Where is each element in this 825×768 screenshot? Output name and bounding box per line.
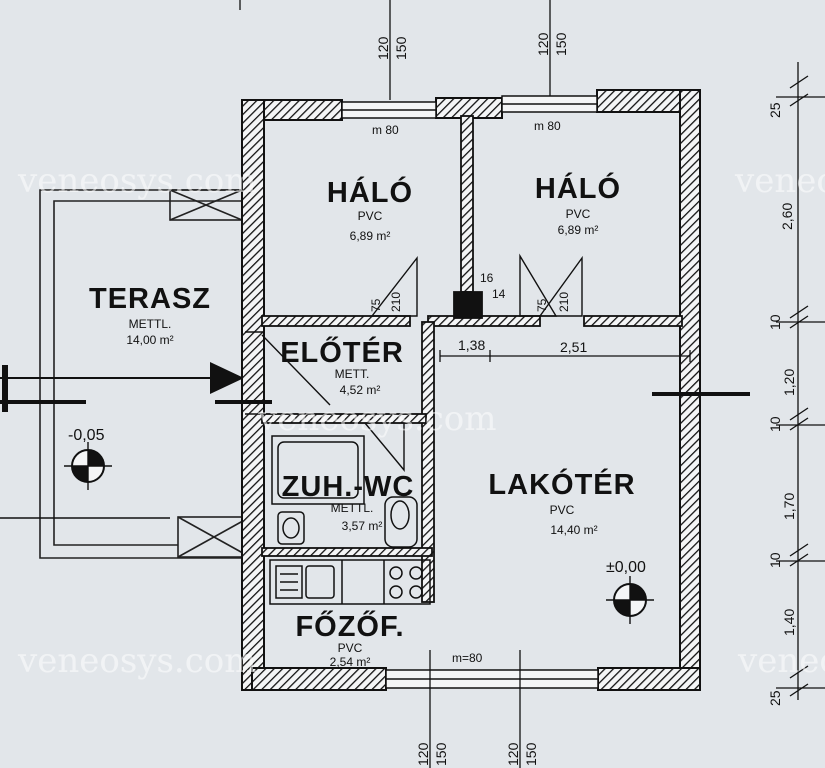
svg-text:150: 150 — [393, 36, 409, 60]
svg-text:TERASZ: TERASZ — [89, 283, 211, 315]
svg-text:HÁLÓ: HÁLÓ — [535, 171, 621, 205]
svg-text:FŐZŐF.: FŐZŐF. — [295, 609, 404, 643]
room-zuhwc: ZUH.-WC METTL. 3,57 m² — [282, 471, 415, 533]
svg-text:120: 120 — [415, 742, 431, 766]
svg-text:1,70: 1,70 — [781, 493, 797, 520]
opening-dimension-top-left: 120 150 — [375, 36, 409, 60]
svg-text:2,60: 2,60 — [779, 203, 795, 230]
door-dim-niche-a: 16 — [480, 271, 494, 285]
level-marker-icon — [606, 576, 654, 624]
watermark: veneosys.com — [257, 399, 496, 439]
dimension-lines — [215, 0, 825, 768]
fixtures — [269, 435, 431, 605]
svg-text:ELŐTÉR: ELŐTÉR — [280, 335, 404, 369]
room-terasz: TERASZ METTL. 14,00 m² — [89, 283, 211, 347]
windows — [341, 95, 599, 689]
svg-text:1,20: 1,20 — [781, 369, 797, 396]
doors — [245, 253, 583, 472]
room-eloter: ELŐTÉR METT. 4,52 m² — [280, 335, 404, 397]
svg-text:6,89 m²: 6,89 m² — [350, 229, 391, 243]
svg-text:10: 10 — [767, 416, 783, 432]
entrance-arrow — [0, 362, 244, 519]
svg-text:120: 120 — [375, 36, 391, 60]
room-halo-right: HÁLÓ PVC 6,89 m² — [535, 171, 621, 237]
svg-text:150: 150 — [553, 32, 569, 56]
shower-tray — [271, 435, 365, 505]
door-dim-halo-right-width: 75 — [535, 298, 549, 312]
svg-text:PVC: PVC — [338, 641, 363, 655]
level-label-living: ±0,00 — [606, 559, 646, 576]
svg-text:PVC: PVC — [566, 207, 591, 221]
living-width-dim: 2,51 — [560, 339, 587, 355]
door-dim-niche-b: 14 — [492, 287, 506, 301]
sill-label-top-right: m 80 — [534, 119, 561, 133]
svg-text:150: 150 — [523, 742, 539, 766]
watermark: veneosys.com — [734, 161, 825, 201]
door-dim-halo-right-height: 210 — [557, 292, 571, 312]
level-label-terrace: -0,05 — [68, 427, 105, 444]
svg-text:3,57 m²: 3,57 m² — [342, 519, 383, 533]
room-halo-left: HÁLÓ PVC 6,89 m² — [327, 175, 413, 243]
svg-text:4,52 m²: 4,52 m² — [340, 383, 381, 397]
svg-text:1,40: 1,40 — [781, 609, 797, 636]
svg-text:120: 120 — [535, 32, 551, 56]
svg-text:14,40 m²: 14,40 m² — [550, 523, 597, 537]
toilet — [384, 496, 418, 548]
washbasin — [277, 511, 305, 545]
interior-walls — [261, 115, 683, 603]
hall-width-dim: 1,38 — [458, 337, 485, 353]
level-marker-icon — [64, 442, 112, 490]
svg-text:25: 25 — [767, 102, 783, 118]
svg-text:ZUH.-WC: ZUH.-WC — [282, 471, 415, 503]
svg-text:150: 150 — [433, 742, 449, 766]
svg-text:PVC: PVC — [358, 209, 383, 223]
svg-text:PVC: PVC — [550, 503, 575, 517]
svg-text:HÁLÓ: HÁLÓ — [327, 175, 413, 209]
opening-dimension-top-right: 120 150 — [535, 32, 569, 56]
sill-label-bottom: m=80 — [452, 651, 483, 665]
room-fozof: FŐZŐF. PVC 2,54 m² — [295, 609, 404, 669]
svg-text:6,89 m²: 6,89 m² — [558, 223, 599, 237]
watermark: veneosys.com — [737, 641, 825, 681]
svg-text:120: 120 — [505, 742, 521, 766]
svg-text:METTL.: METTL. — [331, 501, 374, 515]
svg-text:LAKÓTÉR: LAKÓTÉR — [488, 467, 635, 501]
svg-text:METT.: METT. — [335, 367, 370, 381]
watermark: veneosys.com — [17, 161, 256, 201]
svg-text:METTL.: METTL. — [129, 317, 172, 331]
exterior-walls — [241, 89, 701, 691]
door-dim-halo-left-width: 75 — [369, 298, 383, 312]
sill-label-top-left: m 80 — [372, 123, 399, 137]
svg-text:25: 25 — [767, 690, 783, 706]
door-dim-halo-left-height: 210 — [389, 292, 403, 312]
kitchen-counter — [269, 559, 431, 605]
svg-text:10: 10 — [767, 552, 783, 568]
opening-dimension-bottom-right: 120 150 — [505, 742, 539, 766]
svg-text:14,00 m²: 14,00 m² — [126, 333, 173, 347]
opening-dimension-bottom-left: 120 150 — [415, 742, 449, 766]
right-dimension-chain: 25 2,60 10 1,20 10 1,70 10 1,40 25 — [767, 102, 797, 706]
svg-text:10: 10 — [767, 314, 783, 330]
watermark: veneosys.com — [17, 641, 256, 681]
room-lakoter: LAKÓTÉR PVC 14,40 m² — [488, 467, 635, 537]
svg-text:2,54 m²: 2,54 m² — [330, 655, 371, 669]
